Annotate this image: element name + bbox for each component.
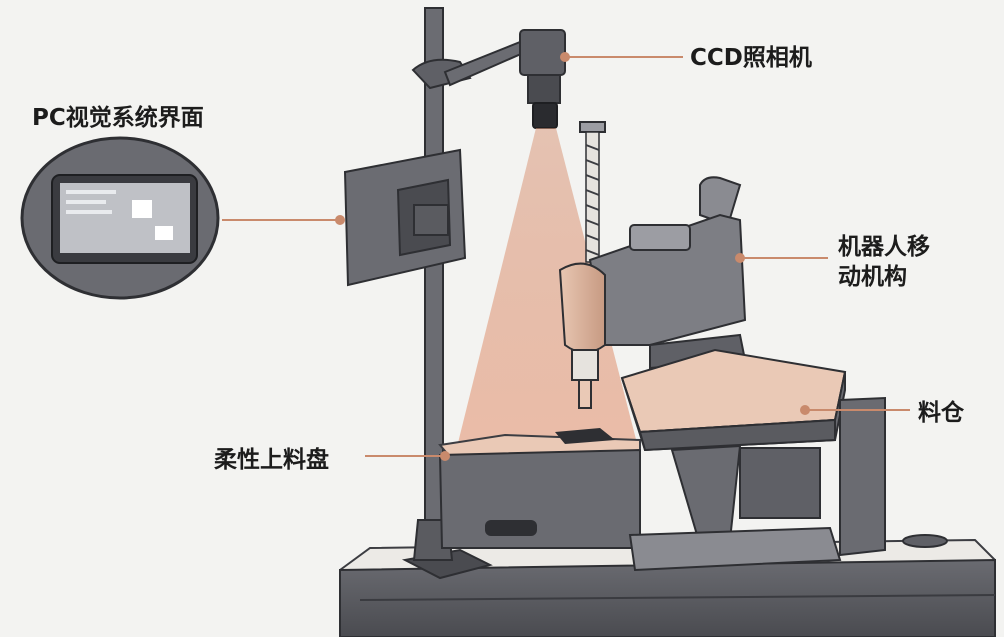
robot-mechanism-label: 机器人移 动机构 [838, 232, 930, 292]
robot-mechanism-label-line1: 机器人移 [838, 234, 930, 260]
material-bin-label: 料仓 [918, 400, 964, 426]
flexible-feeding-tray-label: 柔性上料盘 [214, 447, 329, 473]
work-table [339, 534, 996, 637]
robot-mechanism-label-line2: 动机构 [838, 264, 907, 290]
pc-vision-interface-label: PC视觉系统界面 [32, 105, 204, 131]
monitor [343, 148, 467, 287]
feeding-tray [438, 428, 641, 549]
ccd-camera-label: CCD照相机 [690, 45, 812, 71]
screw-post [579, 121, 606, 263]
robot-arm [558, 176, 747, 409]
ccd-camera-body [519, 29, 566, 129]
pc-interface-callout [20, 136, 220, 300]
leader-lines [222, 52, 910, 461]
camera-stand [401, 7, 532, 580]
material-bin [620, 348, 886, 572]
